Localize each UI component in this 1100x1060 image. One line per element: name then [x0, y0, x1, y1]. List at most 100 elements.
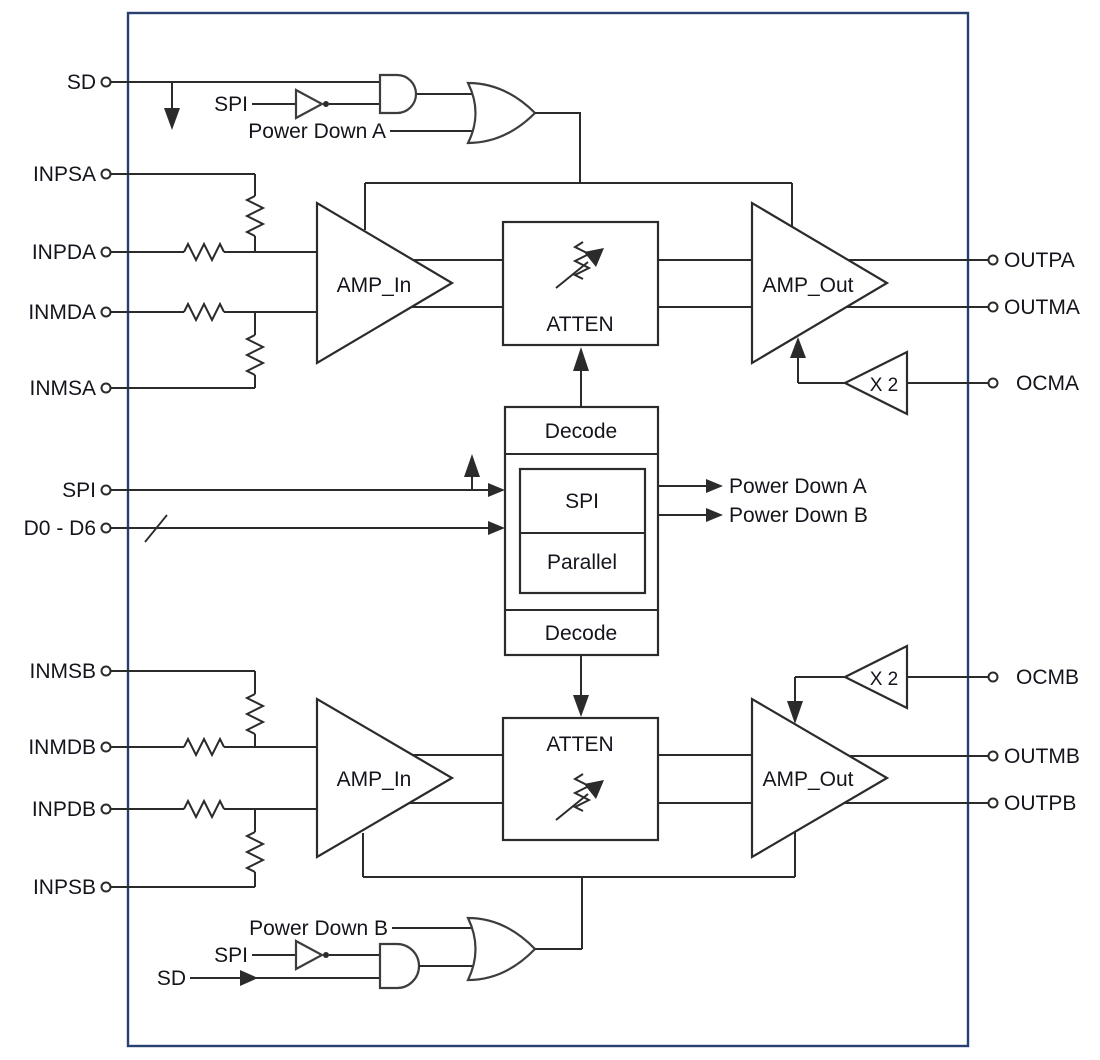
pin-terminal: [100, 522, 112, 534]
or-output-wire: [535, 112, 581, 183]
pin-terminal: [100, 168, 112, 180]
atten-a-label: ATTEN: [546, 313, 613, 336]
pin-terminal: [100, 741, 112, 753]
pin-label-inmda: INMDA: [28, 301, 96, 324]
pin-label-ocma: OCMA: [1016, 372, 1079, 395]
pin-terminal: [987, 797, 999, 809]
chip-boundary: [126, 11, 970, 1048]
power-down-b-label: Power Down B: [249, 917, 388, 940]
channel-a-power-rail: [364, 182, 793, 230]
or-gate-icon: [466, 916, 537, 982]
pin-terminal: [987, 301, 999, 313]
pin-terminal: [100, 803, 112, 815]
shutdown-logic-b: Power Down B SPI SD: [157, 916, 582, 990]
resistor-icon: [246, 693, 264, 735]
amp-out-b-triangle: [750, 697, 890, 859]
resistor-icon: [183, 738, 225, 756]
atten-b-box: [501, 716, 660, 842]
shutdown-logic-a: SPI Power Down A: [111, 73, 581, 183]
amp-out-a-triangle: [750, 201, 890, 365]
pin-label-d0d6: D0 - D6: [24, 517, 96, 540]
pin-label-outpb: OUTPB: [1004, 792, 1076, 815]
and-gate-icon: [378, 942, 421, 990]
pin-label-inmsa: INMSA: [29, 377, 96, 400]
right-arrowhead: [488, 521, 505, 535]
parallel-block-label: Parallel: [547, 551, 617, 574]
sd-label: SD: [157, 967, 186, 990]
pin-terminal: [987, 671, 999, 683]
inverter-bubble: [323, 952, 329, 958]
up-arrowhead: [573, 347, 589, 371]
and-gate-icon: [378, 73, 418, 115]
or-gate-icon: [466, 81, 537, 145]
amp-in-a-triangle: [315, 201, 455, 365]
spi-block-label: SPI: [565, 490, 599, 513]
resistor-icon: [183, 303, 225, 321]
up-arrowhead: [790, 337, 806, 358]
pin-terminal: [987, 750, 999, 762]
resistor-icon: [246, 195, 264, 237]
channel-b-inputs: [111, 670, 317, 888]
pin-terminal: [100, 246, 112, 258]
right-pins: OUTPA OUTMA OCMA OCMB OUTMB OUTPB: [987, 249, 1080, 815]
resistor-icon: [246, 831, 264, 873]
power-down-a-label: Power Down A: [248, 120, 386, 143]
resistor-icon: [246, 334, 264, 376]
pin-terminal: [100, 76, 112, 88]
right-arrowhead: [706, 508, 723, 522]
amp-in-b-triangle: [315, 697, 455, 859]
inverter-icon: [294, 939, 325, 971]
x2-b-triangle: [842, 644, 909, 710]
amp-in-b-label: AMP_In: [337, 768, 412, 791]
pin-label-inmdb: INMDB: [28, 736, 96, 759]
right-arrowhead: [706, 479, 723, 493]
pin-label-ocmb: OCMB: [1016, 666, 1079, 689]
power-down-b-out-label: Power Down B: [729, 504, 868, 527]
pin-label-inpsb: INPSB: [33, 876, 96, 899]
control-block: Decode SPI Parallel Decode Power Down A …: [111, 405, 868, 717]
down-arrowhead: [573, 695, 589, 717]
pin-label-outma: OUTMA: [1004, 296, 1080, 319]
pin-label-inpsa: INPSA: [33, 163, 96, 186]
x2-b-label: X 2: [870, 669, 899, 690]
pin-label-sd: SD: [67, 71, 96, 94]
pin-terminal: [987, 254, 999, 266]
pin-terminal: [987, 377, 999, 389]
x2-a-label: X 2: [870, 375, 899, 396]
down-arrowhead: [164, 108, 180, 130]
atten-b-label: ATTEN: [546, 733, 613, 756]
channel-b-path: AMP_In ATTEN AMP_Out X 2: [315, 644, 988, 949]
power-down-a-out-label: Power Down A: [729, 475, 867, 498]
x2-a-triangle: [842, 350, 909, 416]
amp-out-b-label: AMP_Out: [762, 768, 853, 791]
decode-bottom-label: Decode: [545, 622, 617, 645]
pin-terminal: [100, 665, 112, 677]
resistor-icon: [183, 800, 225, 818]
pin-terminal: [100, 306, 112, 318]
right-arrowhead: [488, 483, 505, 497]
pin-terminal: [100, 382, 112, 394]
pin-label-spi: SPI: [62, 479, 96, 502]
pin-label-outmb: OUTMB: [1004, 745, 1080, 768]
channel-a-path: AMP_In ATTEN AMP_Out X 2: [315, 201, 988, 416]
pin-label-inpdb: INPDB: [32, 798, 96, 821]
down-arrowhead: [787, 701, 803, 724]
left-pins: SD INPSA INPDA INMDA INMSA SPI D0 - D6 I…: [24, 71, 112, 899]
decode-top-label: Decode: [545, 420, 617, 443]
pin-label-inpda: INPDA: [32, 241, 96, 264]
amp-in-a-label: AMP_In: [337, 274, 412, 297]
pin-label-outpa: OUTPA: [1004, 249, 1075, 272]
right-arrowhead: [240, 970, 258, 986]
resistor-icon: [183, 243, 225, 261]
spi-label: SPI: [214, 93, 248, 116]
channel-a-inputs: [111, 173, 317, 389]
spi-label: SPI: [214, 944, 248, 967]
up-arrowhead: [464, 454, 480, 477]
bus-slash-icon: [144, 514, 168, 543]
amp-out-a-label: AMP_Out: [762, 274, 853, 297]
inverter-icon: [294, 88, 325, 120]
pin-terminal: [100, 881, 112, 893]
pin-terminal: [100, 484, 112, 496]
